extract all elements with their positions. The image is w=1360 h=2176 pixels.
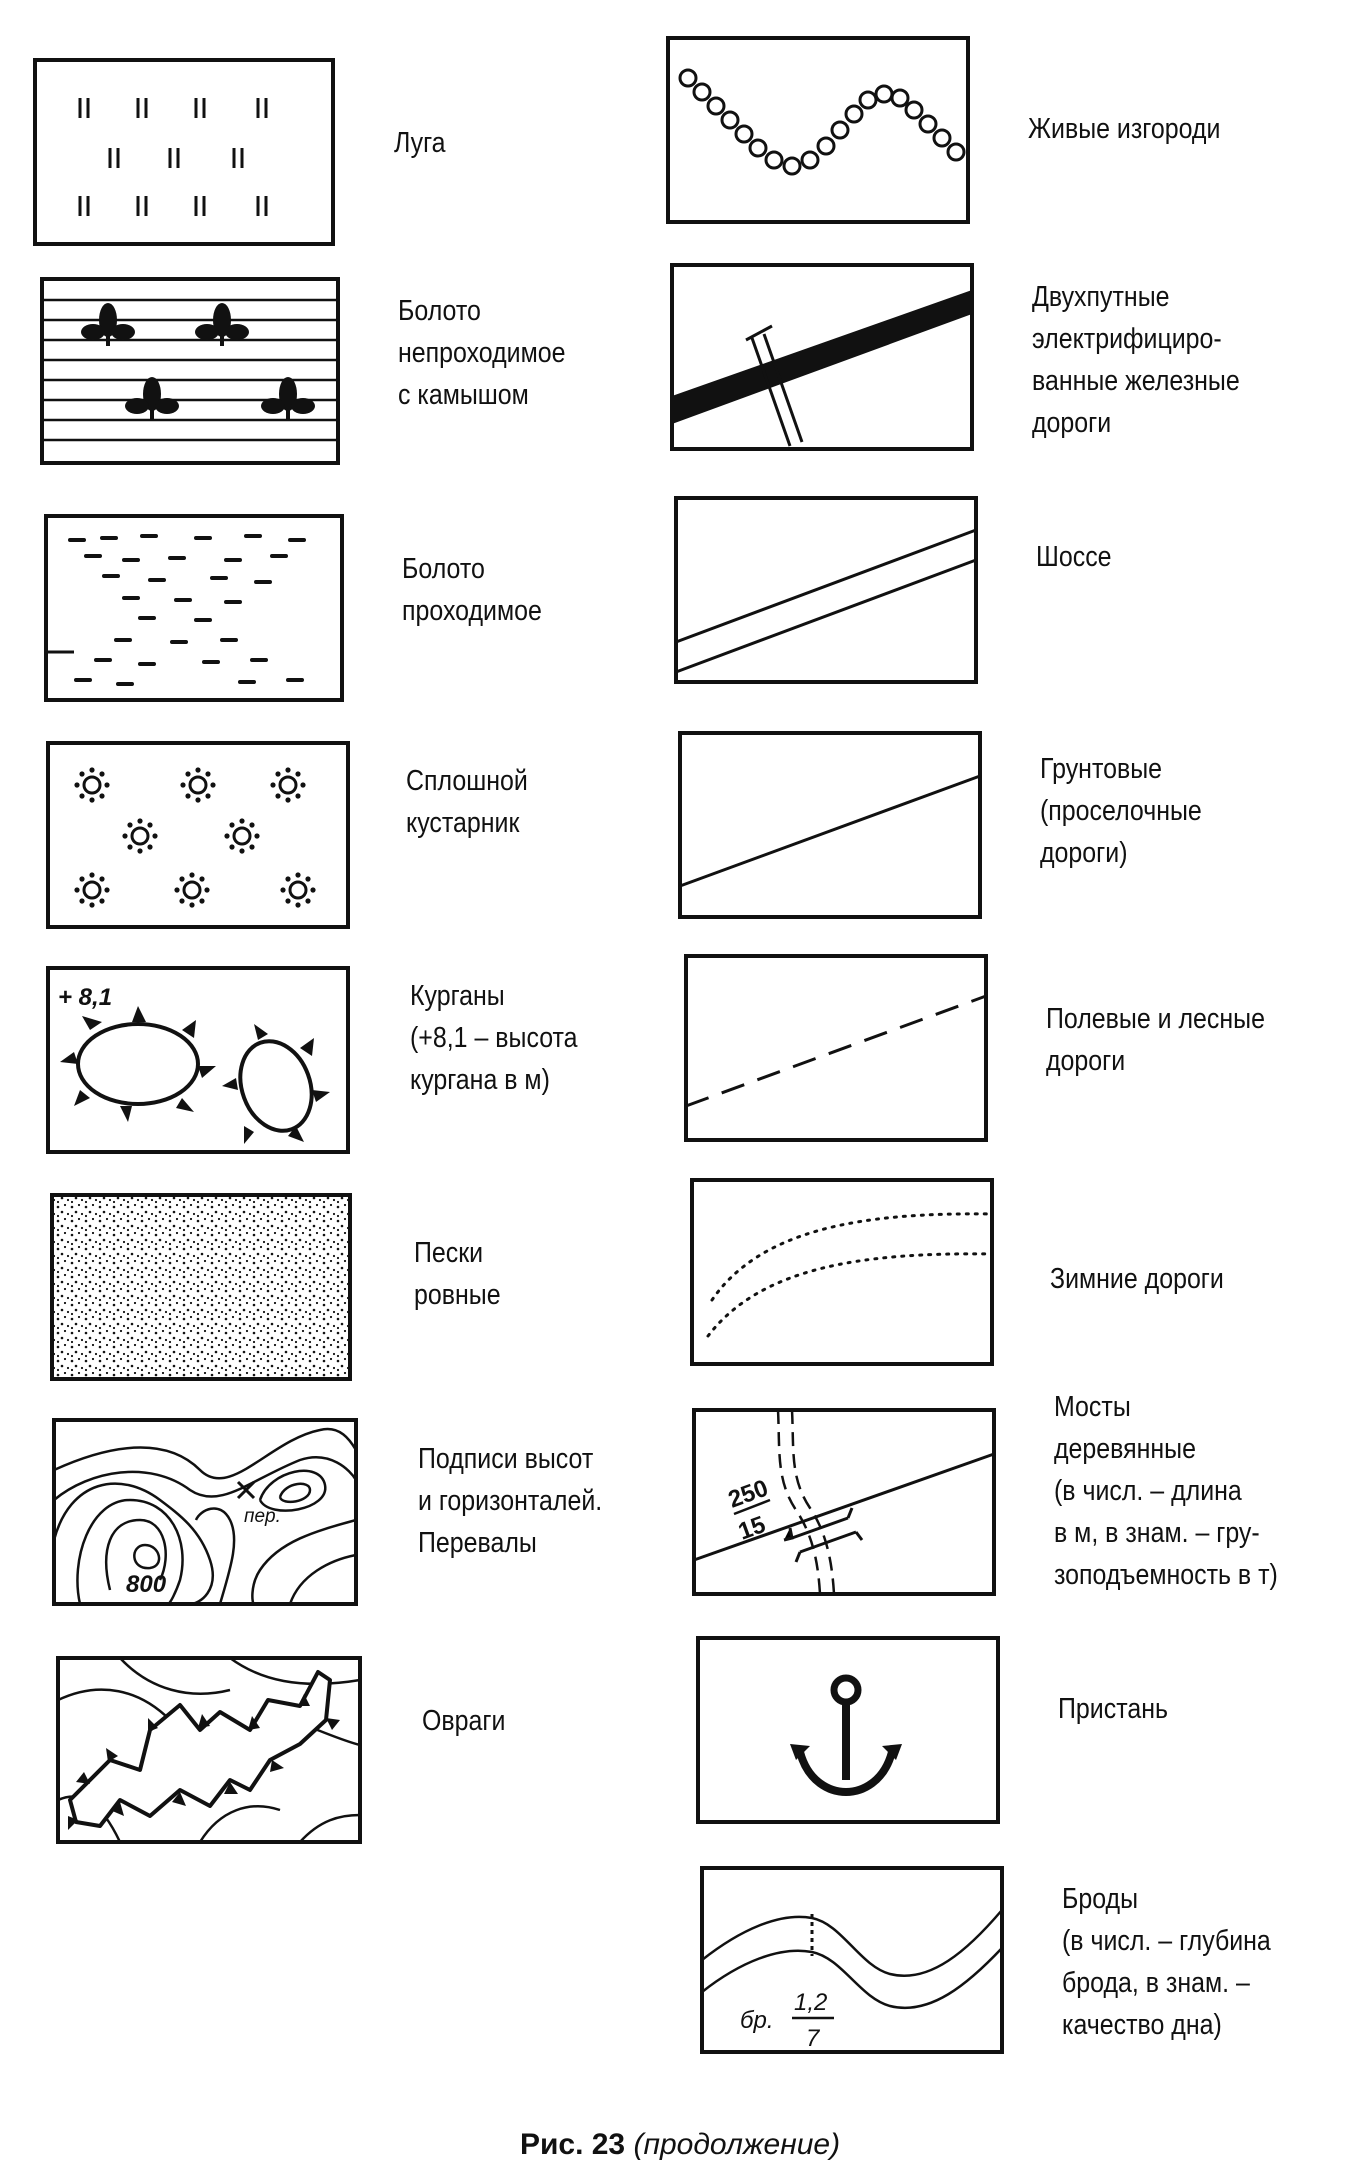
bridge-symbol: 250 15 [692,1408,996,1596]
meadow-symbol [33,58,335,246]
label-bridge: Мосты деревянные (в числ. – длина в м, в… [1054,1391,1278,1591]
contours-symbol: пер. 800 [52,1418,358,1606]
label-impassable-swamp: Болото непроходимое с камышом [398,295,566,411]
field-road-symbol [684,954,988,1142]
shrub-symbol [46,741,350,929]
label-ravines: Овраги [422,1705,506,1737]
ravines-symbol [56,1656,362,1844]
ford-symbol: бр. 1,2 7 [700,1866,1004,2054]
label-winter-road: Зимние дороги [1050,1263,1224,1295]
label-field-road: Полевые и лесные дороги [1046,1003,1265,1077]
anchor-icon [796,1674,896,1797]
impassable-swamp-symbol [40,277,340,465]
passable-swamp-symbol [44,514,344,702]
label-dirt-road: Грунтовые (проселочные дороги) [1040,753,1202,869]
pass-mark: пер. [244,1506,281,1527]
pier-symbol [696,1636,1000,1824]
hedges-symbol [666,36,970,224]
railway-symbol [670,263,974,451]
ford-bottom-mark: 7 [806,2025,821,2052]
label-contours: Подписи высот и горизонталей. Перевалы [418,1443,603,1559]
ford-prefix: бр. [740,2007,774,2034]
label-meadow: Луга [394,127,446,159]
ford-depth-mark: 1,2 [794,1989,827,2016]
label-sands: Пески ровные [414,1237,501,1311]
winter-road-symbol [690,1178,994,1366]
figure-number: Рис. 23 [519,2128,626,2161]
height-mark: 800 [126,1571,167,1598]
label-passable-swamp: Болото проходимое [402,553,542,627]
label-highway: Шоссе [1036,541,1112,573]
label-ford: Броды (в числ. – глубина брода, в знам. … [1062,1883,1271,2041]
figure-caption: Рис. 23 (продолжение) [0,2128,1360,2162]
barrow-height-mark: + 8,1 [58,984,112,1011]
label-barrows: Курганы (+8,1 – высота кургана в м) [410,980,578,1096]
figure-continuation: (продолжение) [633,2128,841,2161]
highway-symbol [674,496,978,684]
label-pier: Пристань [1058,1693,1168,1725]
sands-symbol [50,1193,352,1381]
label-hedges: Живые изгороди [1028,113,1221,145]
barrows-symbol: + 8,1 [46,966,350,1154]
label-railway: Двухпутные электрифициро- ванные железны… [1032,281,1240,439]
label-shrub: Сплошной кустарник [406,765,528,839]
dirt-road-symbol [678,731,982,919]
